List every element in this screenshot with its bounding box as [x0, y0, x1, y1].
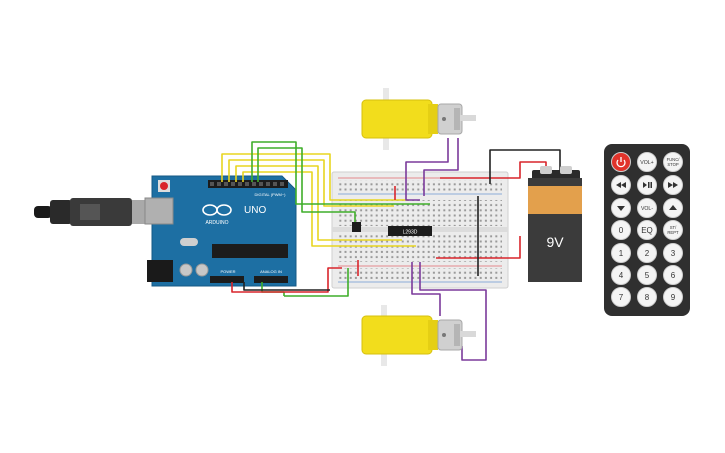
purple-wire — [419, 262, 487, 361]
remote-button-label: 6 — [671, 271, 676, 280]
rewind-icon — [616, 182, 626, 188]
ff-icon — [668, 182, 678, 188]
reset-button[interactable] — [160, 182, 168, 190]
remote-button-label: 4 — [619, 271, 624, 280]
ir-receiver — [352, 222, 361, 232]
remote-button-nine[interactable]: 9 — [663, 287, 683, 307]
remote-button-vol-up[interactable]: VOL+ — [637, 152, 657, 172]
remote-button-label: 3 — [671, 249, 676, 258]
remote-button-five[interactable]: 5 — [637, 265, 657, 285]
remote-button-four[interactable]: 4 — [611, 265, 631, 285]
remote-button-six[interactable]: 6 — [663, 265, 683, 285]
green-wire — [284, 268, 349, 297]
remote-button-up[interactable] — [663, 198, 683, 218]
remote-button-label: FUNC/ — [667, 157, 681, 162]
yellow-wire — [235, 165, 402, 241]
analog-header-label: ANALOG IN — [260, 269, 282, 274]
l293d-chip — [388, 226, 432, 236]
black-wire — [489, 149, 561, 184]
chip-label: L293D — [403, 230, 418, 236]
purple-wire — [411, 262, 441, 316]
remote-button-zero[interactable]: 0 — [611, 220, 631, 240]
remote-button-play-pause[interactable] — [637, 175, 657, 195]
remote-button-label: 8 — [645, 293, 650, 302]
remote-button-label: 7 — [619, 293, 624, 302]
down-icon — [617, 206, 625, 211]
wires — [221, 138, 561, 361]
purple-wire — [423, 138, 459, 196]
yellow-wire — [221, 153, 408, 201]
remote-button-label: VOL- — [641, 206, 653, 212]
ir-remote[interactable]: VOL+ FUNC/STOP VOL- 0 EQ ST/REPT 1 2 3 4 5 6 7 8 9 — [604, 144, 690, 316]
playpause-icon — [643, 182, 652, 188]
remote-button-vol-down[interactable]: VOL- — [637, 198, 657, 218]
digital-header-label: DIGITAL (PWM~) — [255, 192, 287, 197]
remote-button-label: 0 — [619, 226, 624, 235]
crystal — [180, 238, 198, 246]
battery-label: 9V — [546, 234, 564, 250]
power-header — [210, 276, 244, 283]
usb-jack — [144, 197, 174, 225]
remote-button-label: EQ — [641, 226, 653, 235]
remote-button-label: 5 — [645, 271, 650, 280]
remote-button-rewind[interactable] — [611, 175, 631, 195]
remote-button-st-rept[interactable]: ST/REPT — [663, 220, 683, 240]
remote-button-label: REPT — [667, 230, 679, 235]
purple-wire — [405, 138, 449, 201]
power-jack — [147, 260, 173, 282]
arduino-brand: ARDUINO — [205, 220, 228, 226]
dc-motor-top[interactable] — [361, 88, 476, 150]
remote-button-three[interactable]: 3 — [663, 243, 683, 263]
red-wire — [440, 161, 547, 179]
remote-button-power[interactable] — [611, 152, 631, 172]
remote-button-fast-forward[interactable] — [663, 175, 683, 195]
remote-button-eight[interactable]: 8 — [637, 287, 657, 307]
remote-button-eq[interactable]: EQ — [637, 220, 657, 240]
remote-button-label: STOP — [667, 162, 679, 167]
battery-9v[interactable]: 9V — [528, 166, 582, 282]
remote-button-func-stop[interactable]: FUNC/STOP — [663, 152, 683, 172]
remote-button-label: 1 — [619, 249, 624, 258]
arduino-logo — [202, 204, 232, 216]
remote-button-label: 2 — [645, 249, 650, 258]
green-wire — [251, 141, 430, 205]
power-header-label: POWER — [220, 269, 235, 274]
remote-button-seven[interactable]: 7 — [611, 287, 631, 307]
black-wire — [243, 282, 330, 291]
dc-motor-bottom[interactable] — [361, 305, 476, 366]
remote-button-label: 9 — [671, 293, 676, 302]
remote-button-down[interactable] — [611, 198, 631, 218]
green-wire — [257, 147, 356, 222]
atmega-chip — [212, 244, 288, 258]
remote-button-one[interactable]: 1 — [611, 243, 631, 263]
yellow-wire — [228, 159, 394, 207]
remote-button-label: ST/ — [670, 225, 677, 230]
remote-button-two[interactable]: 2 — [637, 243, 657, 263]
remote-button-label: VOL+ — [640, 160, 653, 166]
analog-header — [254, 276, 288, 283]
red-wire — [436, 236, 521, 259]
arduino-uno-board[interactable]: DIGITAL (PWM~) ARDUINO UNO POWER ANALOG … — [144, 175, 297, 287]
up-icon — [669, 205, 677, 210]
red-wire — [231, 267, 342, 293]
yellow-wire — [242, 171, 416, 247]
arduino-model: UNO — [244, 205, 266, 216]
power-icon — [616, 157, 626, 168]
